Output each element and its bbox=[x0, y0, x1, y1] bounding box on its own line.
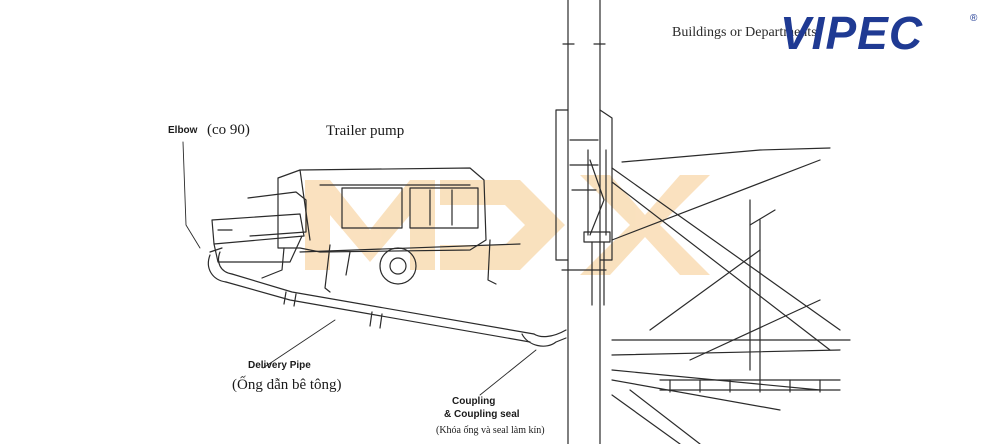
watermark-mdx bbox=[305, 175, 710, 275]
header-text: Buildings or Departments bbox=[672, 25, 817, 40]
delivery-pipe bbox=[225, 273, 567, 347]
scaffold-structure bbox=[611, 147, 851, 444]
logo-text: VIPEC bbox=[780, 7, 924, 59]
label-coupling: Coupling bbox=[452, 396, 496, 407]
trailer-pump bbox=[211, 167, 521, 293]
vipec-logo: VIPEC ® bbox=[780, 10, 985, 58]
label-delivery-pipe-vi: (Ống dẫn bê tông) bbox=[232, 377, 342, 393]
leader-lines bbox=[182, 141, 537, 396]
label-coupling-vi: (Khóa ống và seal làm kín) bbox=[436, 425, 545, 436]
label-trailer-pump: Trailer pump bbox=[326, 123, 405, 139]
label-elbow: Elbow bbox=[168, 125, 198, 136]
label-elbow-vi: (co 90) bbox=[207, 122, 250, 138]
logo-registered-mark: ® bbox=[970, 13, 978, 24]
label-delivery-pipe: Delivery Pipe bbox=[248, 360, 311, 371]
building-column bbox=[555, 0, 613, 444]
vertical-pipe bbox=[583, 149, 611, 306]
label-coupling-seal: & Coupling seal bbox=[444, 409, 520, 420]
elbow-fitting bbox=[207, 247, 233, 283]
